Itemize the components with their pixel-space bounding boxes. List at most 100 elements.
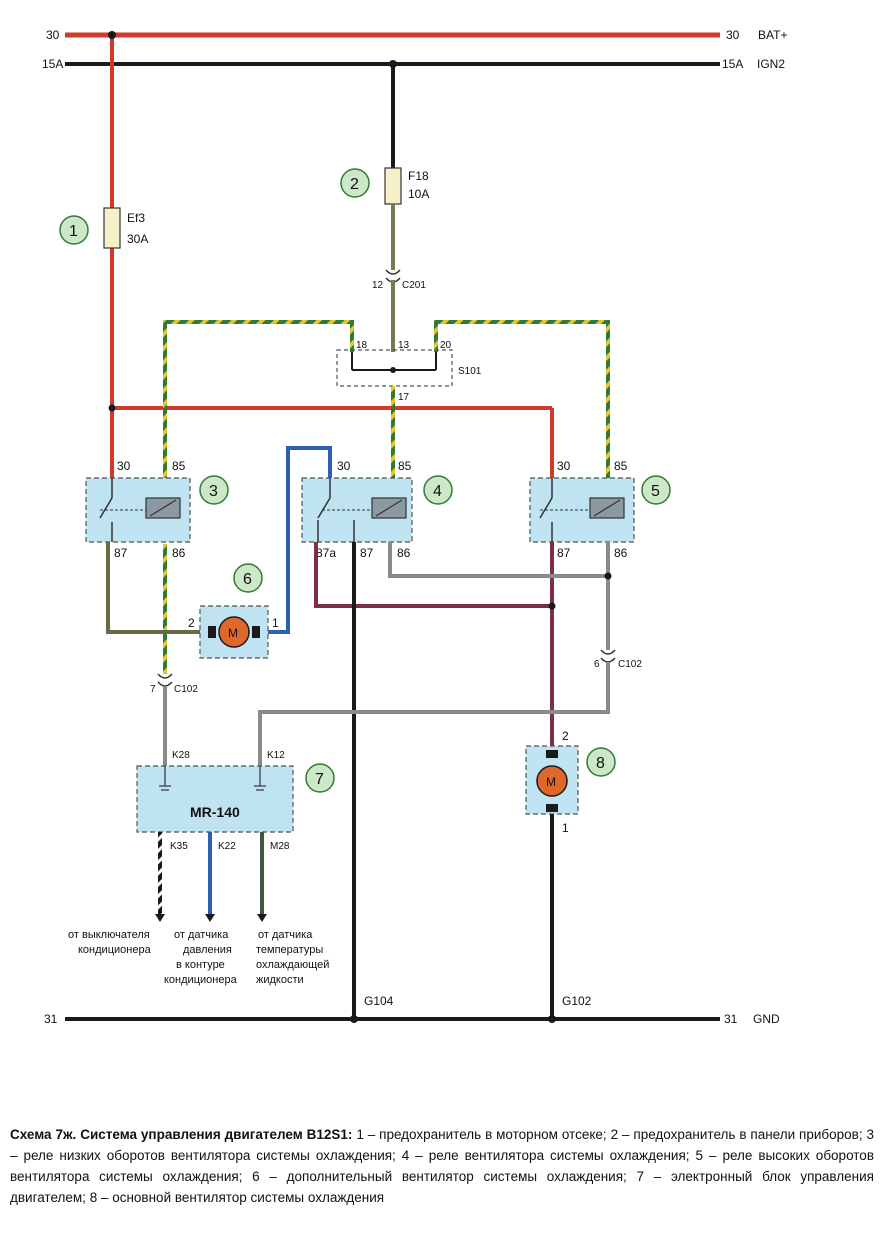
- callout-6: 6: [233, 563, 263, 593]
- bat-rail-name: BAT+: [758, 28, 787, 42]
- fuse-f18-name: F18: [408, 169, 429, 183]
- motor-8: [525, 745, 579, 815]
- ign-splice-dot: [389, 60, 397, 68]
- motor-8-pin-top: 2: [562, 729, 569, 743]
- relay-4: [301, 477, 413, 543]
- callout-4: 4: [423, 475, 453, 505]
- red-splice-dot: [108, 404, 116, 412]
- ecu-mr140: [136, 765, 294, 833]
- figure-caption: Схема 7ж. Система управления двигателем …: [10, 1124, 874, 1208]
- ecu-pin-k35: K35: [170, 841, 188, 852]
- svg-text:от датчика: от датчика: [258, 929, 313, 941]
- c102-6-to-ecu-k12: [258, 662, 610, 766]
- svg-text:кондиционера: кондиционера: [164, 974, 238, 986]
- note-ac-pressure: от датчика давления в контуре кондиционе…: [164, 929, 238, 986]
- svg-text:от датчика: от датчика: [174, 929, 229, 941]
- svg-text:6: 6: [243, 571, 252, 588]
- fuse-f18-rating: 10A: [408, 187, 429, 201]
- svg-text:5: 5: [651, 483, 660, 500]
- red-feed-wire: [110, 35, 554, 478]
- svg-text:2: 2: [350, 176, 359, 193]
- note-ac-switch: от выключателя кондиционера: [68, 929, 152, 956]
- relay-3-pin-87: 87: [114, 546, 128, 560]
- relay-5: [529, 477, 635, 543]
- svg-text:в контуре: в контуре: [176, 959, 225, 971]
- relay-4-pin-87a: 87a: [316, 546, 336, 560]
- relay-3-pin-30: 30: [117, 459, 131, 473]
- c102-7-name: C102: [174, 684, 198, 695]
- svg-text:4: 4: [433, 483, 442, 500]
- motor-8-pin-bottom: 1: [562, 821, 569, 835]
- relay-5-pin-86: 86: [614, 546, 628, 560]
- connector-c102-7: [157, 673, 173, 679]
- s101-name: S101: [458, 366, 482, 377]
- callout-3: 3: [199, 475, 229, 505]
- relay-4-pin-87: 87: [360, 546, 374, 560]
- bat-splice-dot: [108, 31, 116, 39]
- callout-2: 2: [340, 168, 370, 198]
- relay-5-pin-85: 85: [614, 459, 628, 473]
- note-coolant-temp: от датчика температуры охлаждающей жидко…: [256, 929, 329, 986]
- ign-rail-right-label: 15A: [722, 57, 743, 71]
- ecu-pin-k22: K22: [218, 841, 236, 852]
- s101-pin-17: 17: [398, 392, 410, 403]
- c102-6-pin: 6: [594, 659, 600, 670]
- connector-c102-6: [600, 649, 616, 655]
- splice-s101: [336, 349, 453, 387]
- relay-4-pin-85: 85: [398, 459, 412, 473]
- caption-title: Схема 7ж. Система управления двигателем …: [10, 1127, 353, 1142]
- c201-pin: 12: [372, 280, 384, 291]
- fuse-f18: [384, 167, 402, 205]
- fuse-ef3-name: Ef3: [127, 211, 145, 225]
- ecu-pin-k28: K28: [172, 750, 190, 761]
- relay-4-pin-86: 86: [397, 546, 411, 560]
- relay-5-pin-87: 87: [557, 546, 571, 560]
- svg-text:1: 1: [69, 223, 78, 240]
- svg-text:от выключателя: от выключателя: [68, 929, 150, 941]
- ign-rail-name: IGN2: [757, 57, 785, 71]
- wiring-diagram: 30 30 BAT+ 15A 15A IGN2 31 31 GND Ef3 30…: [42, 28, 787, 1026]
- svg-text:температуры: температуры: [256, 944, 323, 956]
- relay-3-pin-86: 86: [172, 546, 186, 560]
- ecu-pin-m28: M28: [270, 841, 290, 852]
- motor6-to-relay4-blue: [268, 446, 332, 634]
- callout-1: 1: [59, 215, 89, 245]
- relay4-86-gray: [388, 542, 608, 578]
- ign-rail-left-label: 15A: [42, 57, 63, 71]
- svg-text:8: 8: [596, 755, 605, 772]
- gnd-rail-name: GND: [753, 1012, 780, 1026]
- c102-6-name: C102: [618, 659, 642, 670]
- relay-4-pin-30: 30: [337, 459, 351, 473]
- relay3-87-to-motor6: [106, 542, 208, 634]
- caption-text: 1 – предохранитель в моторном отсеке; 2 …: [10, 1127, 874, 1205]
- fuse-ef3: [103, 207, 121, 249]
- ground-g104: G104: [364, 994, 394, 1008]
- relay-3-pin-85: 85: [172, 459, 186, 473]
- svg-text:охлаждающей: охлаждающей: [256, 959, 329, 971]
- motor-6-pin-right: 1: [272, 616, 279, 630]
- motor-6: [199, 605, 269, 659]
- c102-7-pin: 7: [150, 684, 156, 695]
- callout-5: 5: [641, 475, 671, 505]
- gnd-rail-left-label: 31: [44, 1012, 58, 1026]
- svg-text:давления: давления: [183, 944, 232, 956]
- c201-name: C201: [402, 280, 426, 291]
- relay-5-pin-30: 30: [557, 459, 571, 473]
- fuse-ef3-rating: 30A: [127, 232, 148, 246]
- callout-7: 7: [305, 763, 335, 793]
- svg-text:кондиционера: кондиционера: [78, 944, 152, 956]
- relay4-87a-purple: [314, 542, 552, 608]
- bat-rail-right-label: 30: [726, 28, 740, 42]
- relay-3: [85, 477, 191, 543]
- gnd-rail-right-label: 31: [724, 1012, 738, 1026]
- ecu-pin-k12: K12: [267, 750, 285, 761]
- motor-6-pin-left: 2: [188, 616, 195, 630]
- connector-c201: [385, 269, 401, 275]
- s101-pin-20: 20: [440, 340, 452, 351]
- svg-text:жидкости: жидкости: [256, 974, 304, 986]
- ecu-name: MR-140: [190, 804, 240, 820]
- s101-pin-13: 13: [398, 340, 410, 351]
- motor-6-symbol: M: [228, 626, 238, 640]
- callout-8: 8: [586, 747, 616, 777]
- green-yellow-wires: [163, 320, 610, 674]
